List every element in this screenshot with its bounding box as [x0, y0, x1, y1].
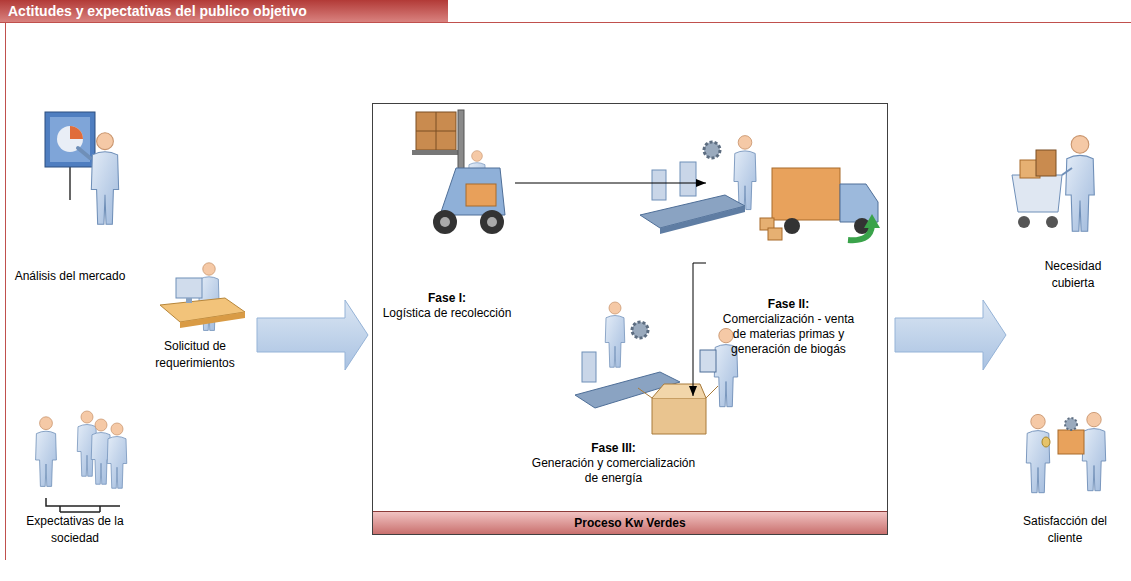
input-arrow	[257, 300, 368, 370]
phase-title: Fase I:	[381, 291, 513, 306]
phase-title: Fase II:	[716, 297, 861, 312]
frame-label: Proceso Kw Verdes	[574, 516, 685, 530]
phase-description: Generación y comercialización de energía	[529, 456, 699, 486]
shopping-icon	[1012, 136, 1094, 232]
actor-label: Solicitud de requerimientos	[140, 338, 250, 372]
truck-icon	[760, 168, 880, 240]
process-frame: Proceso Kw Verdes Fase I:Logística de rec…	[372, 103, 888, 535]
phase-description: Logística de recolección	[381, 306, 513, 321]
side-rule	[5, 22, 6, 560]
actor-label: Satisfacción del cliente	[1010, 513, 1120, 547]
flow-arrow	[515, 183, 706, 184]
title-tab: Actitudes y expectativas del publico obj…	[0, 0, 448, 22]
actor-label: Necesidad cubierta	[1033, 258, 1113, 292]
conveyor-icon	[640, 136, 756, 234]
request-icon	[160, 263, 245, 331]
phase-description: Comercialización - venta de materias pri…	[716, 312, 861, 357]
title-rule	[0, 22, 1131, 23]
flow-arrow	[693, 263, 706, 396]
customer-icon	[1026, 412, 1105, 492]
frame-band: Proceso Kw Verdes	[373, 511, 887, 534]
forklift-icon	[412, 110, 505, 234]
output-arrow	[895, 300, 1006, 370]
phase-node: Fase III:Generación y comercialización d…	[521, 396, 706, 488]
packing-icon	[575, 302, 738, 434]
phase-text: Fase III:Generación y comercialización d…	[529, 441, 699, 488]
actor-label: Análisis del mercado	[5, 268, 135, 285]
actor-label: Expectativas de la sociedad	[15, 513, 135, 547]
phase-title: Fase III:	[529, 441, 699, 456]
society-icon	[36, 411, 127, 512]
phase-text: Fase II:Comercialización - venta de mate…	[716, 297, 861, 359]
market-analysis-icon	[45, 112, 119, 224]
phase-node: Fase I:Logística de recolección	[379, 109, 515, 323]
phase-node: Fase II:Comercialización - venta de mate…	[706, 129, 871, 359]
phase-text: Fase I:Logística de recolección	[381, 291, 513, 323]
